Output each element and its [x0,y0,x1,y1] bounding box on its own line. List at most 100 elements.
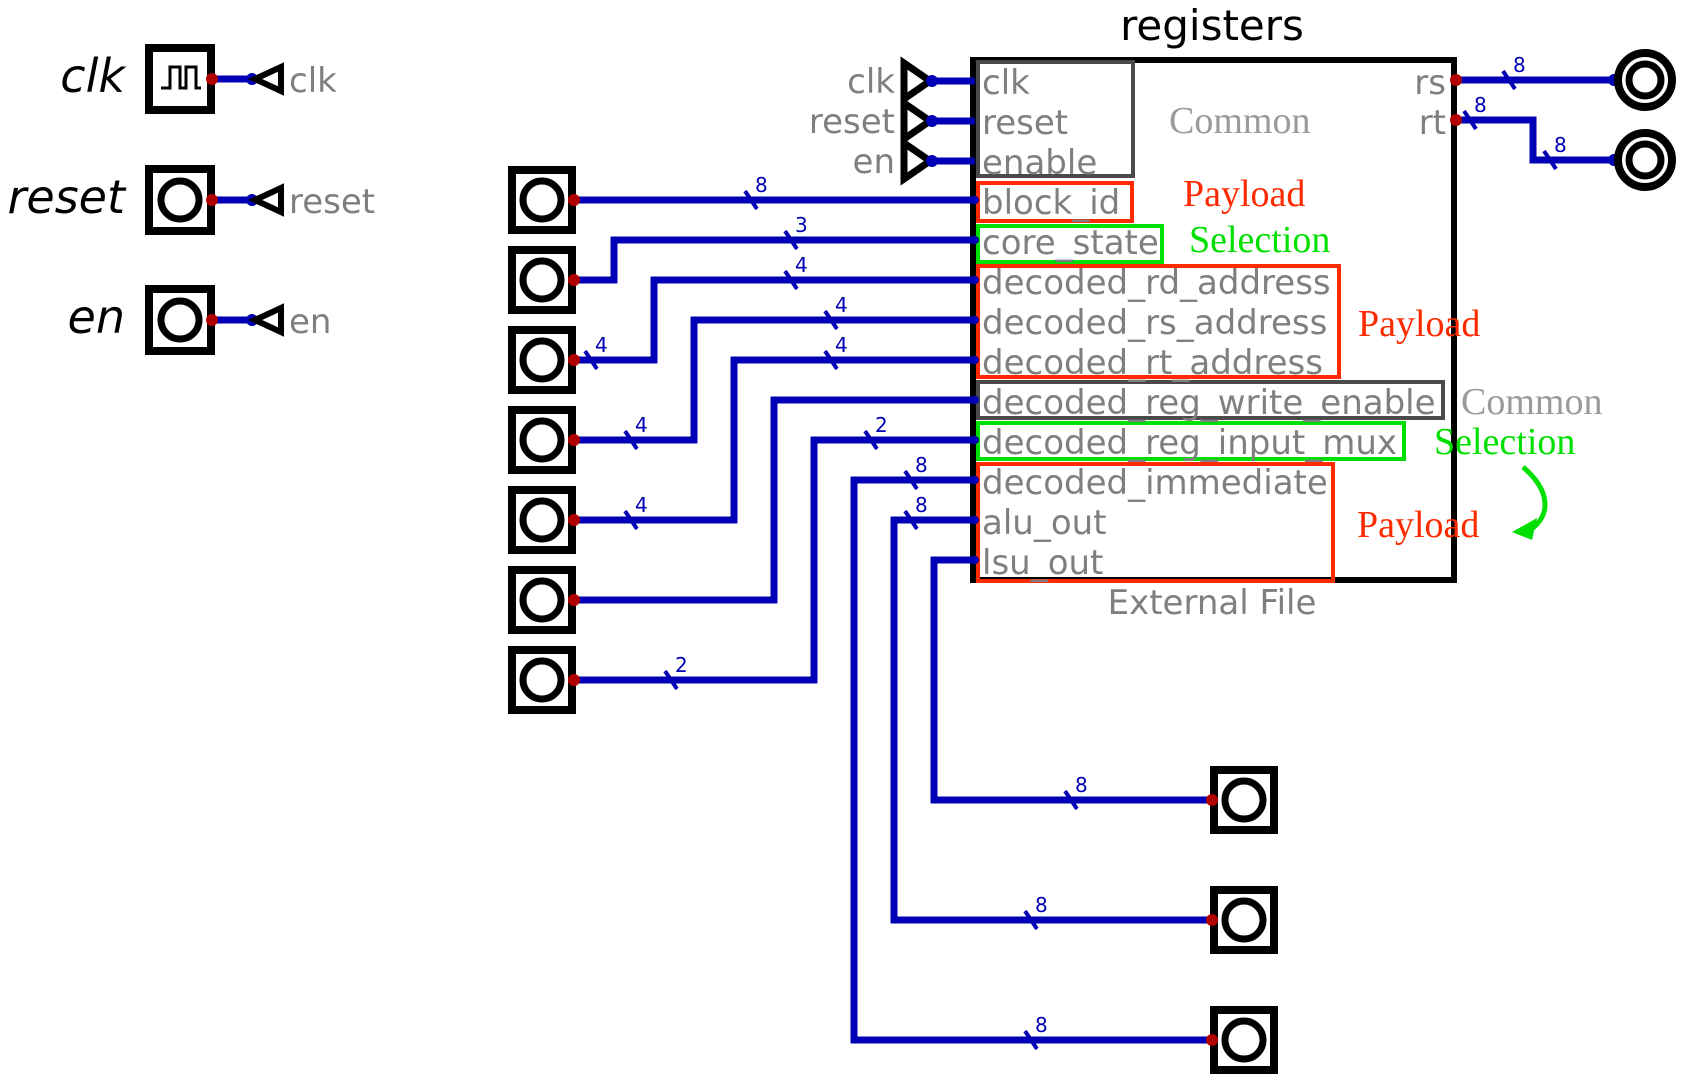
block-pin-nubs [971,196,979,564]
output-pin-icon[interactable] [1614,49,1676,111]
group-box-common [976,60,1135,178]
output-pin-icon[interactable] [1614,129,1676,191]
output-pin-inner-icon [1625,140,1665,180]
wire-alu-out: 8 8 [890,493,1212,931]
input-pin-circle-icon [157,177,203,223]
annotation-selection: Selection [1434,421,1575,463]
pin-dot [568,354,580,366]
input-pin[interactable] [508,326,580,394]
wire-lsu-out: 8 [930,556,1212,811]
bus-width-label: 8 [1035,1013,1048,1037]
output-pin-circle-icon [1221,1017,1267,1063]
output-pin-alu[interactable] [1206,886,1278,954]
curved-arrow-icon [1521,465,1548,533]
pin-dot [568,594,580,606]
width-tick [743,189,759,211]
input-pin[interactable] [508,166,580,234]
pin-label: decoded_reg_write_enable [982,383,1436,423]
wire [574,236,975,284]
width-tick [863,429,879,451]
width-tick [1501,69,1517,91]
wire-reg-write-enable [574,396,975,604]
wire [574,276,975,364]
bus-width-label: 8 [915,493,928,517]
bus-width-label: 2 [875,413,888,437]
pin-label: decoded_rs_address [982,303,1327,343]
input-pin-circle-icon [519,657,565,703]
output-rs: 8 [1450,53,1620,91]
wire [890,516,1212,924]
width-tick [623,429,639,451]
pin-label: alu_out [982,503,1107,543]
annotation-payload: Payload [1358,303,1480,345]
clock-source-icon[interactable] [145,44,215,114]
pin-label: decoded_immediate [982,463,1328,503]
clock-waveform-icon [161,65,201,90]
tunnel-icon [247,303,284,337]
output-pins [1206,766,1278,1074]
wire-block-id: 8 [574,173,975,211]
input-pin-circle-icon [519,257,565,303]
bus-width-label: 4 [635,413,648,437]
tunnel-label: reset [809,102,895,142]
pin-dot [568,274,580,286]
wire [574,396,975,604]
wire-core-state: 3 [574,213,975,284]
arrowhead-icon [1512,518,1537,540]
annotation-payload: Payload [1357,504,1479,546]
tunnel-label: clk [289,61,337,101]
input-pin[interactable] [508,646,580,714]
width-tick [1462,109,1478,131]
global-pin-label: en [68,290,125,344]
tunnel-en: en [853,136,975,186]
tunnel-label: en [289,302,331,342]
width-tick [583,349,599,371]
block-footer: External File [1108,583,1317,623]
pin-label: block_id [982,183,1120,223]
output-pin-immediate[interactable] [1206,1006,1278,1074]
width-tick [623,509,639,531]
pin-dot [568,674,580,686]
output-rt: 8 8 [1450,93,1620,171]
pin-dot [926,75,938,87]
pin-label: decoded_reg_input_mux [982,423,1397,463]
input-pin-circle-icon [157,297,203,343]
bus-width-label: 8 [1075,773,1088,797]
tunnel-icon [900,136,937,186]
input-pin-circle-icon [519,177,565,223]
input-pin[interactable] [508,246,580,314]
tunnel-clk: clk [847,56,975,106]
global-pin-en[interactable]: en en [68,285,332,355]
input-pin-circle-icon [519,577,565,623]
pin-dot [1206,1034,1218,1046]
global-pin-reset[interactable]: reset reset [7,165,375,235]
global-pin-label: reset [7,170,126,224]
annotations: Common Payload Selection Payload Common … [1169,100,1602,546]
pin-dot [206,194,218,206]
tunnel-icon [900,96,937,146]
input-pin-circle-icon [519,497,565,543]
bus-width-label: 8 [1513,53,1526,77]
width-tick [1023,1029,1039,1051]
wire-rt-address: 4 4 [574,333,975,531]
output-pin-circle-icon [1221,777,1267,823]
pin-dot [926,155,938,167]
input-pin[interactable] [508,406,580,474]
width-tick [903,469,919,491]
bus-width-label: 2 [675,653,688,677]
bus-width-label: 8 [915,453,928,477]
width-tick [1542,149,1558,171]
output-pin-lsu[interactable] [1206,766,1278,834]
pin-dot [568,434,580,446]
pin-dot [206,314,218,326]
width-tick [903,509,919,531]
pin-label: reset [982,103,1068,143]
input-pin[interactable] [508,566,580,634]
wire-reg-input-mux: 2 2 [574,413,975,691]
global-pin-clk[interactable]: clk clk [60,44,337,114]
bus-width-label: 4 [835,293,848,317]
width-tick [1063,789,1079,811]
pin-label: lsu_out [982,543,1103,583]
input-pin[interactable] [508,486,580,554]
